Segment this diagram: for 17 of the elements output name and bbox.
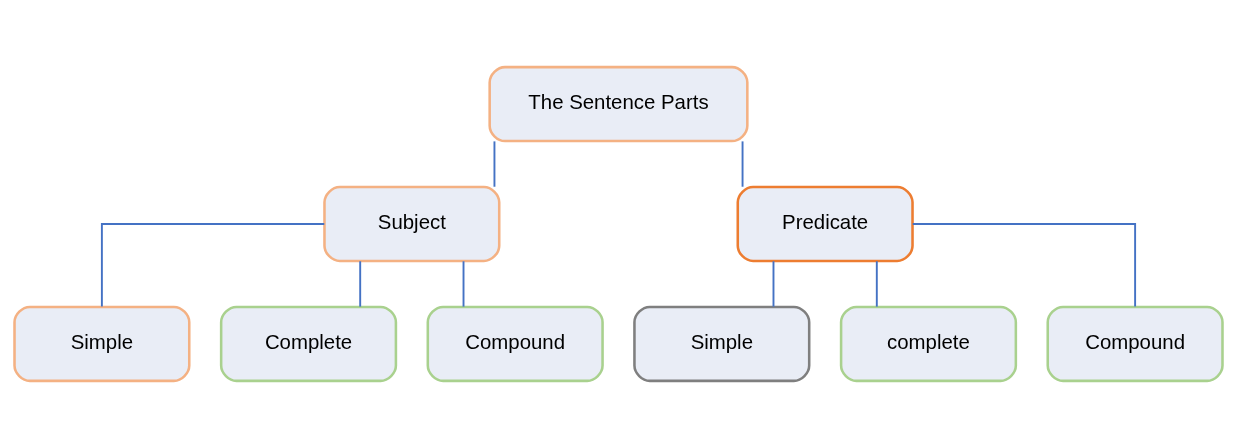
- connector: [359, 259, 362, 308]
- connector: [875, 259, 878, 308]
- node-box: Simple: [633, 305, 811, 382]
- connector: [772, 259, 775, 308]
- node-box: Predicate: [736, 185, 914, 262]
- node-box: complete: [839, 305, 1018, 382]
- node-box: Compound: [1046, 305, 1224, 382]
- node-box: The Sentence Parts: [488, 65, 749, 142]
- connector: [100, 222, 326, 308]
- connector: [741, 139, 744, 188]
- node-box: Simple: [13, 305, 191, 382]
- connector: [911, 222, 1137, 308]
- connector: [462, 259, 465, 308]
- connector: [493, 139, 496, 188]
- node-box: Subject: [323, 185, 501, 262]
- node-box: Complete: [219, 305, 398, 382]
- node-box: Compound: [426, 305, 604, 382]
